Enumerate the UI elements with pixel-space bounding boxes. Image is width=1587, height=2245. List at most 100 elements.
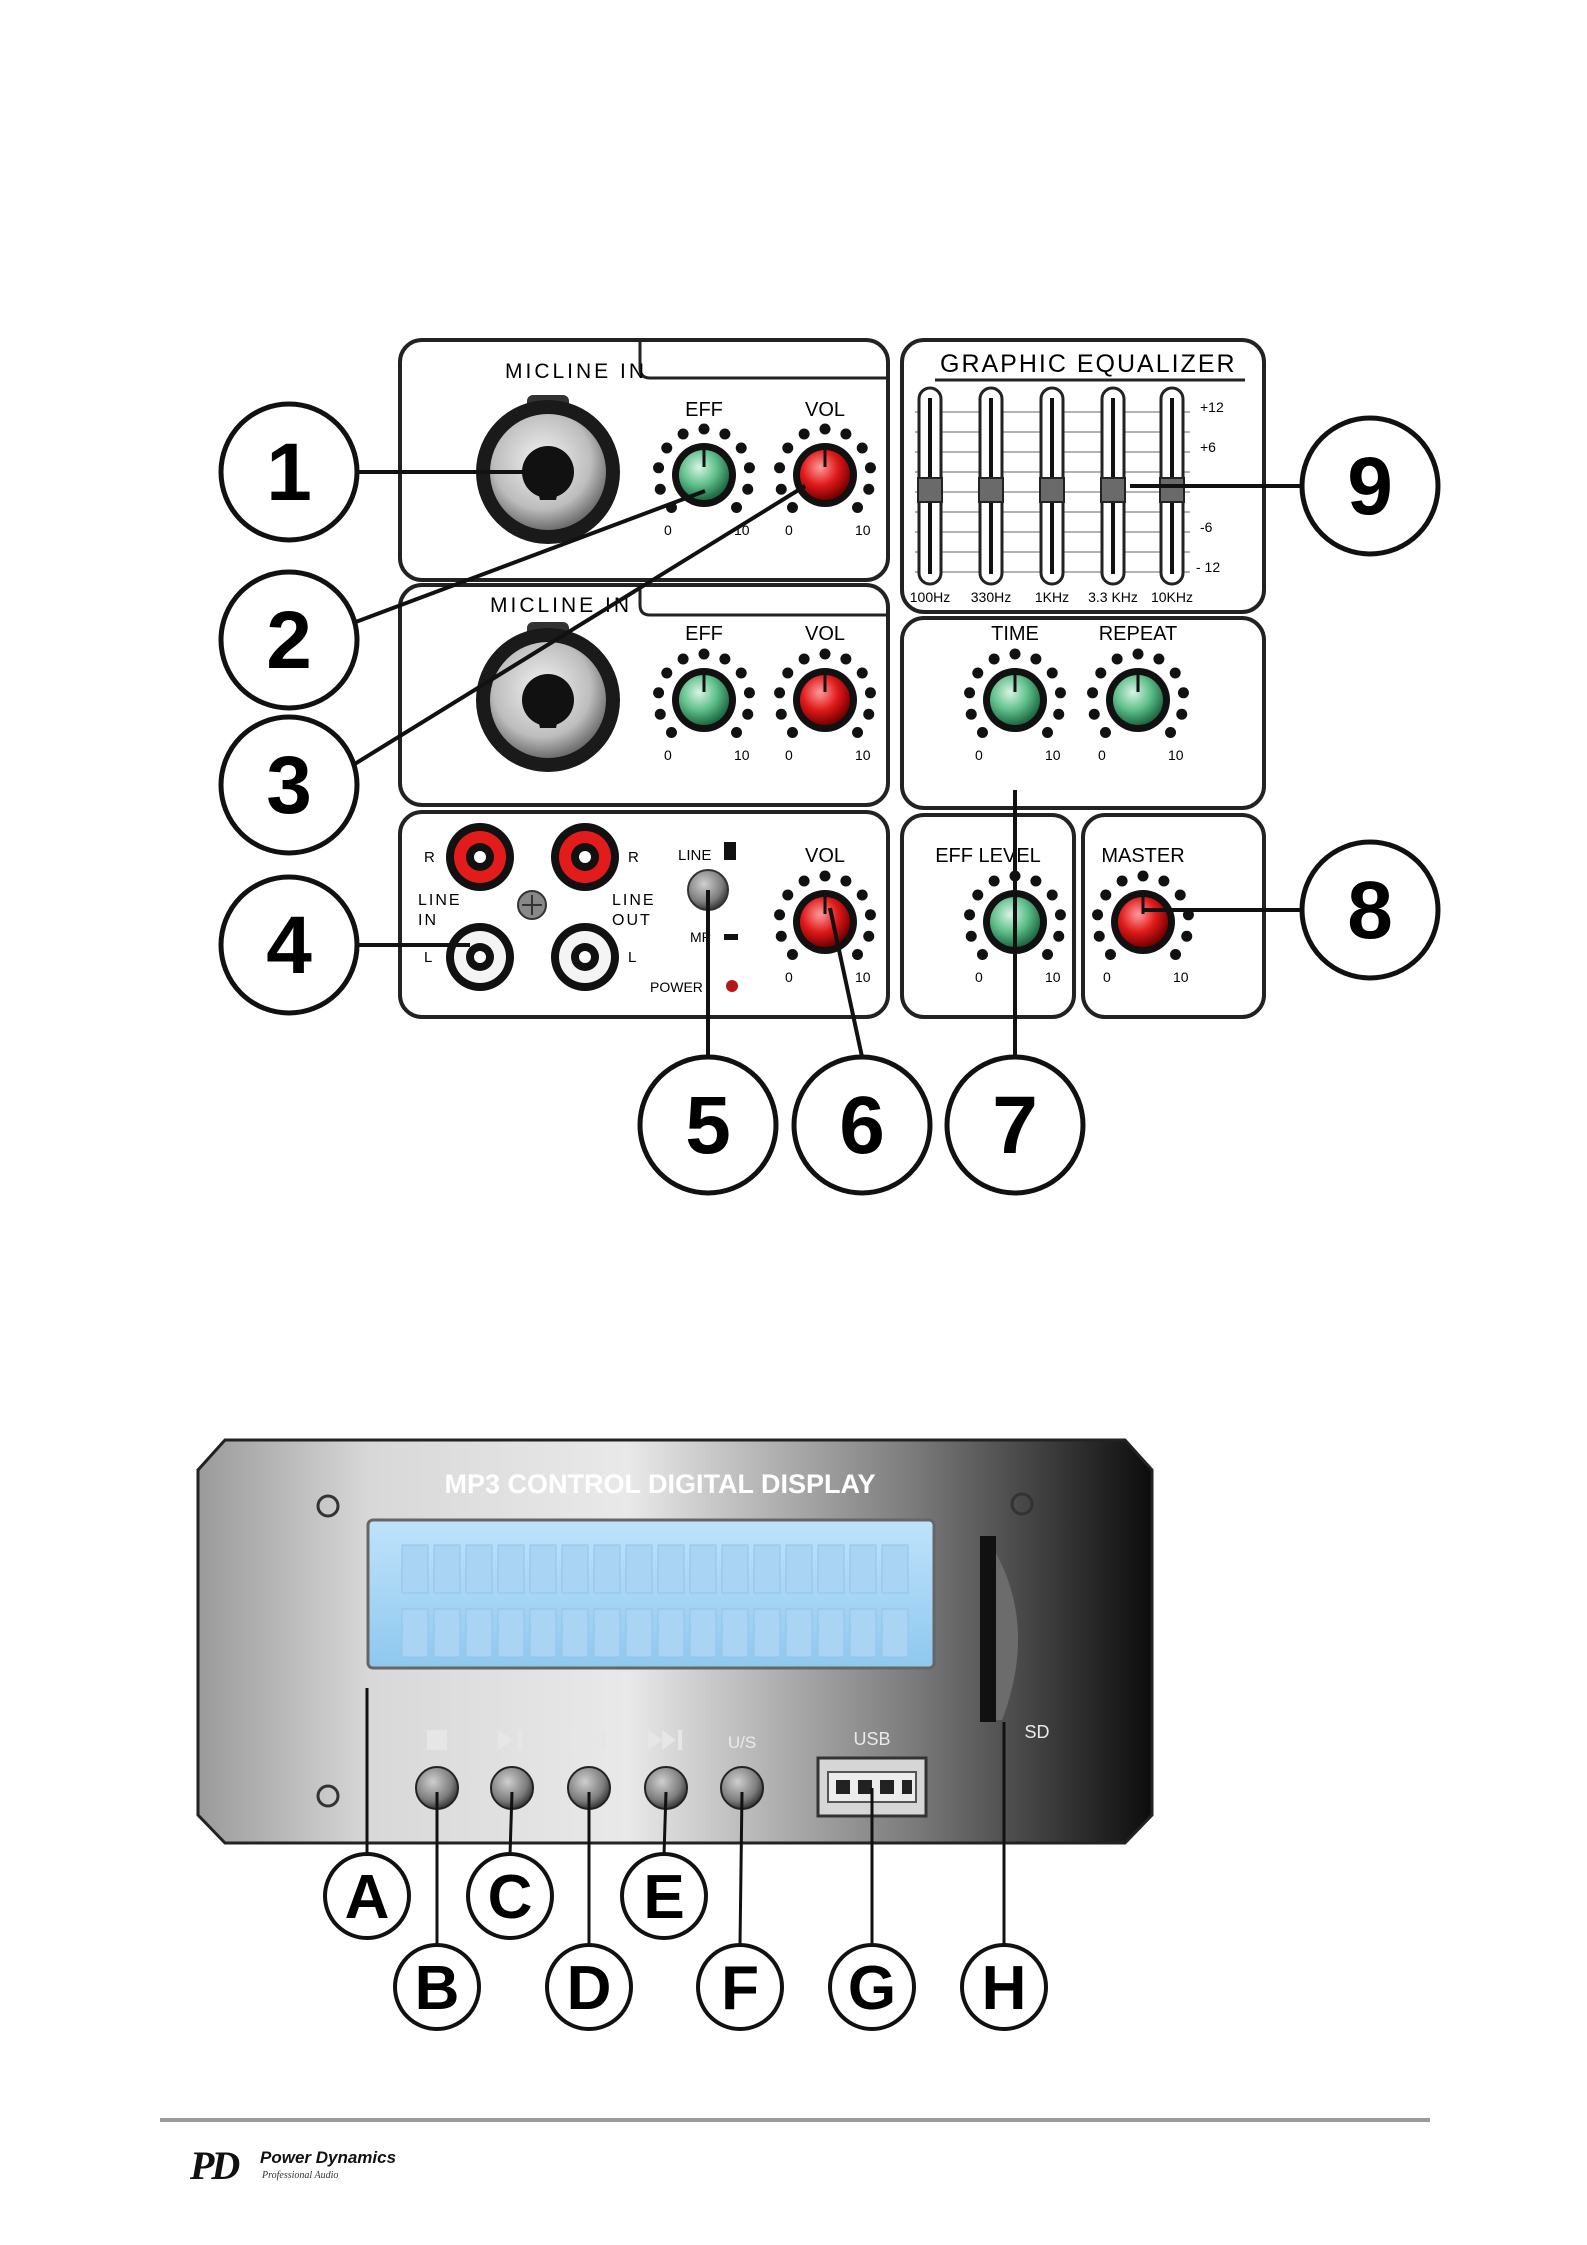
next-icon: [648, 1730, 682, 1750]
callout-5: 5: [637, 1054, 779, 1196]
eq-scale-plus12: +12: [1200, 399, 1224, 415]
eq-band-10khz: 10KHz: [1151, 589, 1193, 605]
eq-slider-3[interactable]: [1039, 386, 1065, 586]
master-knob-scale-min: 0: [1103, 969, 1111, 985]
lcd-cell: [561, 1608, 589, 1658]
master-knob[interactable]: [1092, 870, 1194, 961]
svg-text:A: A: [345, 1863, 390, 1932]
lcd-cell: [881, 1544, 909, 1594]
eq-band-1khz: 1KHz: [1035, 589, 1069, 605]
stop-icon: [427, 1730, 447, 1750]
play-pause-icon: [498, 1730, 522, 1750]
lcd-cell: [753, 1608, 781, 1658]
callout-g: G: [828, 1943, 916, 2031]
line-out-l-label: L: [628, 949, 636, 966]
lcd-cell: [561, 1544, 589, 1594]
usb-label: USB: [853, 1729, 890, 1749]
rca-line-out-l[interactable]: [551, 923, 619, 991]
sd-card-slot[interactable]: [980, 1536, 1019, 1722]
time-knob[interactable]: [964, 648, 1066, 739]
lcd-cell: [721, 1544, 749, 1594]
switch-line-label: LINE: [678, 847, 711, 864]
mic1-vol-knob[interactable]: [774, 423, 876, 514]
svg-text:3: 3: [266, 740, 312, 831]
svg-text:F: F: [721, 1954, 759, 2023]
previous-icon: [572, 1730, 606, 1750]
callout-8: 8: [1299, 839, 1441, 981]
brand-tagline: Professional Audio: [262, 2170, 339, 2181]
mic1-eff-knob[interactable]: [653, 423, 755, 514]
lcd-cell: [625, 1608, 653, 1658]
mic2-vol-knob-scale-min: 0: [785, 747, 793, 763]
rca-line-in-l[interactable]: [446, 923, 514, 991]
mic2-eff-knob-scale-max: 10: [734, 747, 750, 763]
eff-level-knob-scale-min: 0: [975, 969, 983, 985]
svg-text:9: 9: [1347, 441, 1393, 532]
mp3-control-diagram: MP3 CONTROL DIGITAL DISPLAY U/S USB SD: [196, 1438, 1154, 2031]
lcd-cell: [401, 1544, 429, 1594]
mic2-eff-knob[interactable]: [653, 648, 755, 739]
mic2-eff-knob-scale-min: 0: [664, 747, 672, 763]
svg-text:6: 6: [839, 1080, 885, 1171]
line-vol-knob-scale-min: 0: [785, 969, 793, 985]
line-in-l-label: L: [424, 949, 432, 966]
power-led-icon: [726, 980, 738, 992]
time-knob-scale-max: 10: [1045, 747, 1061, 763]
eq-slider-4[interactable]: [1100, 386, 1126, 586]
lcd-cell: [689, 1608, 717, 1658]
rca-line-in-r[interactable]: [446, 823, 514, 891]
lcd-cell: [785, 1608, 813, 1658]
us-label: U/S: [728, 1733, 756, 1752]
callout-c: C: [466, 1852, 554, 1940]
callout-7: 7: [944, 1054, 1086, 1196]
eq-scale-plus6: +6: [1200, 439, 1216, 455]
master-knob-scale-max: 10: [1173, 969, 1189, 985]
callout-1: 1: [218, 401, 360, 543]
lcd-cell: [433, 1544, 461, 1594]
eq-slider-1[interactable]: [917, 386, 943, 586]
sd-label: SD: [1024, 1722, 1049, 1742]
brand-logo: PD Power Dynamics Professional Audio: [190, 2140, 396, 2192]
lcd-cell: [689, 1544, 717, 1594]
time-label: TIME: [991, 623, 1039, 645]
svg-text:4: 4: [266, 900, 312, 991]
repeat-knob[interactable]: [1087, 648, 1189, 739]
callout-9: 9: [1299, 415, 1441, 557]
eq-slider-2[interactable]: [978, 386, 1004, 586]
callout-6: 6: [791, 1054, 933, 1196]
svg-text:8: 8: [1347, 865, 1393, 956]
rca-line-out-r[interactable]: [551, 823, 619, 891]
lcd-cell: [497, 1608, 525, 1658]
svg-text:2: 2: [266, 595, 312, 686]
time-knob-scale-min: 0: [975, 747, 983, 763]
mic2-title-tab: [638, 585, 888, 617]
mic1-vol-knob-scale-max: 10: [855, 522, 871, 538]
line-vol-knob-scale-max: 10: [855, 969, 871, 985]
eq-band-33khz: 3.3 KHz: [1088, 589, 1138, 605]
lcd-cell: [593, 1608, 621, 1658]
mic1-title: MICLINE IN: [505, 360, 647, 383]
callout-2-leader: [344, 489, 706, 628]
callout-6-leader: [828, 907, 869, 1081]
callout-4: 4: [218, 874, 360, 1016]
mic1-eff-knob-scale-min: 0: [664, 522, 672, 538]
svg-text:D: D: [567, 1954, 612, 2023]
lcd-cell: [849, 1608, 877, 1658]
callout-f-leader: [738, 1791, 744, 1946]
ground-screw-icon: [517, 890, 547, 920]
mic1-vol-knob-scale-min: 0: [785, 522, 793, 538]
power-label: POWER: [650, 979, 703, 995]
lcd-cell: [881, 1608, 909, 1658]
mic2-combo-jack[interactable]: [476, 622, 620, 772]
control-panel-diagram: MICLINE IN MICLINE IN EFF VOL EFF VOL VO…: [218, 338, 1441, 1196]
lcd-cell: [657, 1608, 685, 1658]
svg-text:H: H: [982, 1954, 1027, 2023]
mp3-title: MP3 CONTROL DIGITAL DISPLAY: [444, 1469, 875, 1499]
mic2-vol-knob[interactable]: [774, 648, 876, 739]
lcd-cell: [529, 1608, 557, 1658]
svg-text:G: G: [848, 1954, 896, 2023]
repeat-label: REPEAT: [1099, 623, 1178, 645]
